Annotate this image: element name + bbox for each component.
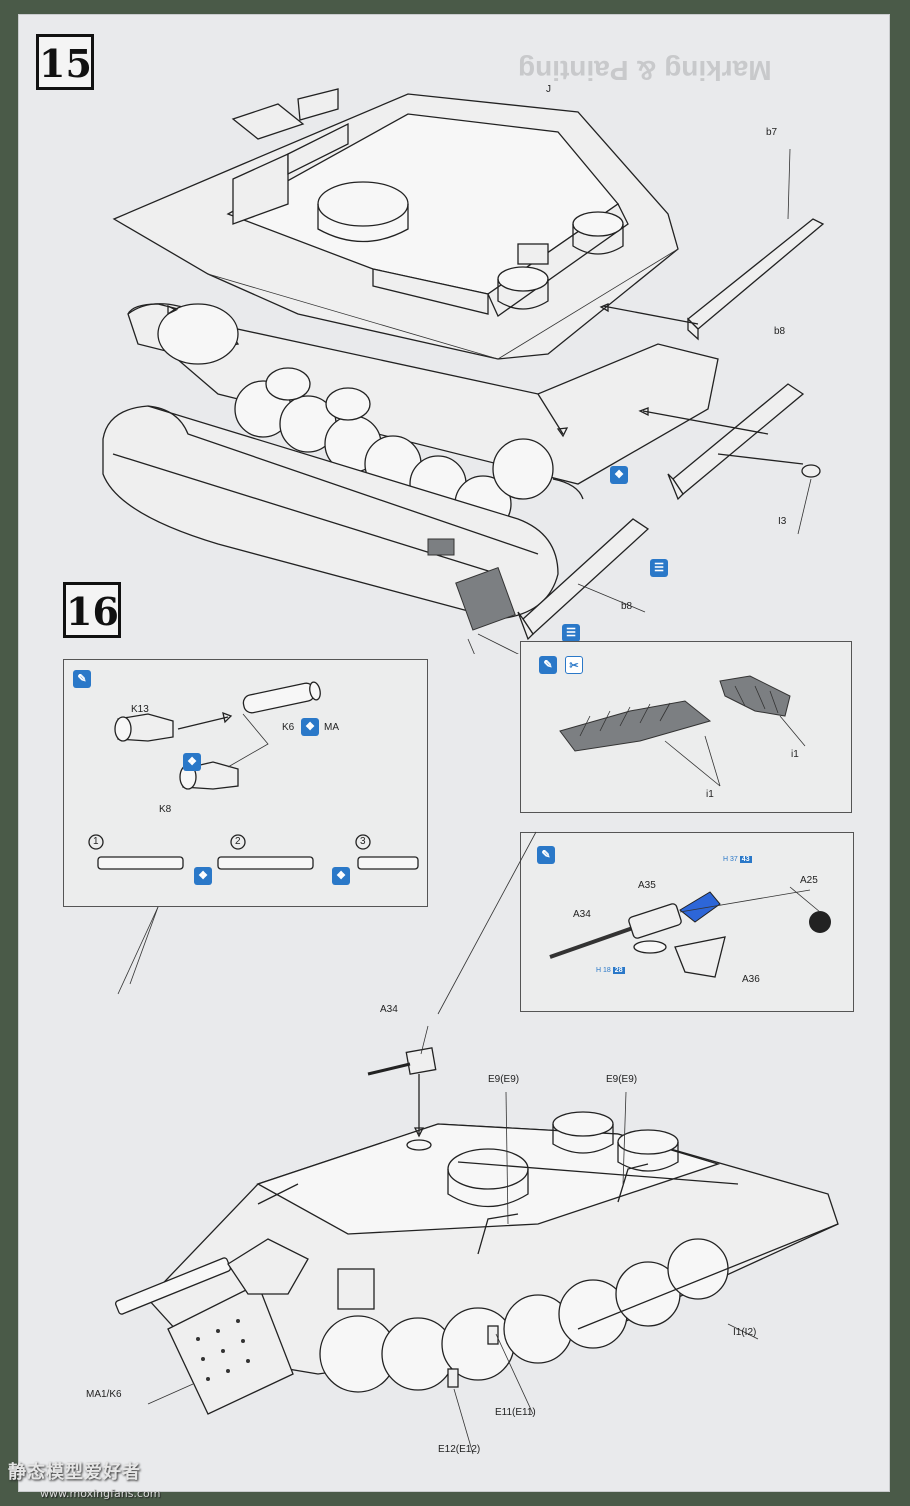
label-b8-top: b8 (774, 326, 786, 337)
label-a34: A34 (380, 1004, 398, 1015)
machine-gun-inset (520, 832, 854, 1012)
sand-icon: ☰ (650, 559, 668, 577)
label-a36: A36 (742, 974, 760, 985)
label-b7: b7 (766, 127, 778, 138)
label-i1-i2: I1(I2) (733, 1327, 757, 1338)
step-15-badge: 15 (36, 34, 94, 90)
label-i3: I3 (778, 516, 787, 527)
option-2-number: 2 (235, 836, 241, 847)
instruction-sheet: Marking & Painting 15 (18, 14, 890, 1492)
label-e9-left: E9(E9) (488, 1074, 520, 1085)
label-k13: K13 (131, 704, 149, 715)
label-k6: K6 (282, 722, 295, 733)
glue-icon: ✎ (539, 656, 557, 674)
label-a25: A25 (800, 875, 818, 886)
label-i1-right: i1 (791, 749, 799, 760)
step-15-diagram (102, 88, 825, 654)
machine-gun-drawing (549, 886, 831, 978)
cement-icon: ❖ (332, 867, 350, 885)
fender-part-b7 (599, 148, 825, 341)
label-a35: A35 (638, 880, 656, 891)
cement-icon: ❖ (183, 753, 201, 771)
side-plate-part-b8-bottom (517, 518, 650, 641)
side-plate-part-b8-top (638, 383, 821, 535)
label-i1-left: i1 (706, 789, 714, 800)
glue-icon: ✎ (73, 670, 91, 688)
label-e12: E12(E12) (438, 1444, 481, 1455)
step-16-badge: 16 (63, 582, 121, 638)
glue-icon: ✎ (537, 846, 555, 864)
option-3-number: 3 (360, 836, 366, 847)
label-ma1-k6: MA1/K6 (86, 1389, 122, 1400)
step-16-assembled-vehicle (115, 831, 839, 1455)
label-j: J (546, 84, 551, 95)
site-watermark-url: www.moxingfans.com (40, 1487, 161, 1500)
option-1-number: 1 (93, 836, 99, 847)
label-a34-inset: A34 (573, 909, 591, 920)
cut-icon: ✂ (565, 656, 583, 674)
label-ma: MA (324, 722, 339, 733)
label-e9-right: E9(E9) (606, 1074, 638, 1085)
track-links-drawing (559, 675, 806, 787)
label-k8: K8 (159, 804, 172, 815)
gun-barrel-drawing (88, 681, 419, 870)
cement-icon: ❖ (194, 867, 212, 885)
cement-icon: ❖ (301, 718, 319, 736)
site-watermark: 静态模型爱好者 (8, 1462, 141, 1483)
sand-icon: ☰ (562, 624, 580, 642)
lower-hull-assembly (102, 303, 719, 631)
cement-icon: ❖ (610, 466, 628, 484)
superstructure-part-j (112, 88, 679, 360)
label-b8-bottom: b8 (621, 601, 633, 612)
label-e11: E11(E11) (495, 1407, 536, 1418)
